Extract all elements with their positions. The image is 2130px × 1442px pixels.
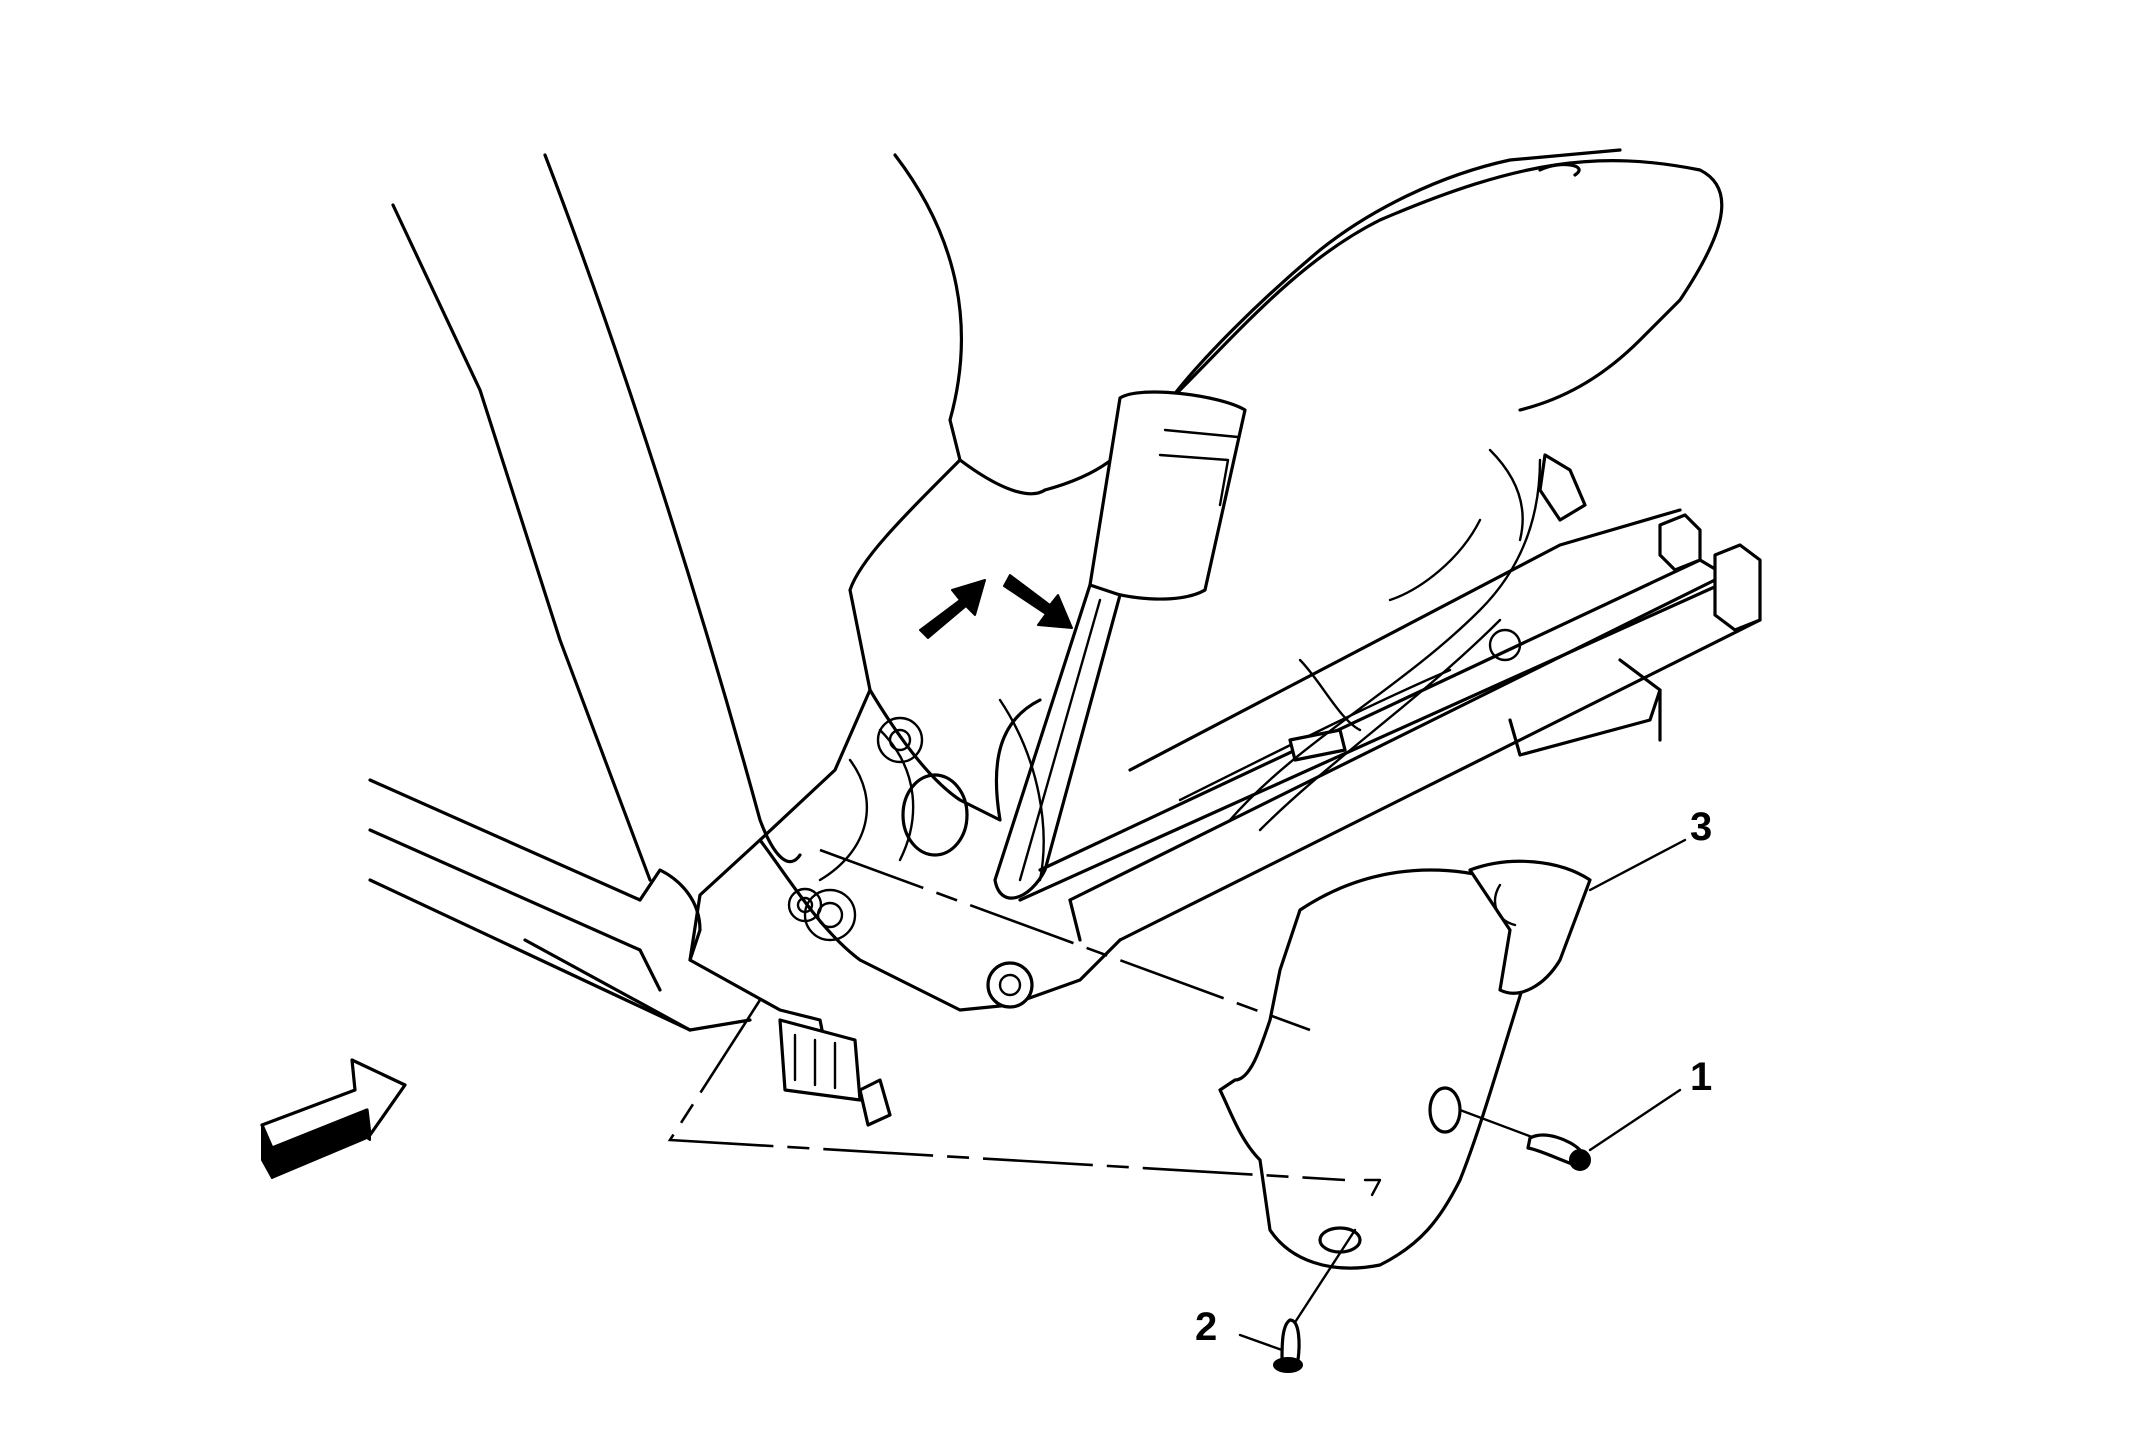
electrical-connector (778, 1018, 862, 1102)
rail-end-cap-left (1658, 513, 1702, 572)
screw (1273, 1228, 1357, 1373)
seat-wire-harness (1228, 448, 1587, 832)
arrow-up-icon (919, 579, 986, 639)
seat-belt-buckle (993, 390, 1247, 900)
frame-hole (901, 773, 969, 857)
arrow-down-icon (1003, 574, 1073, 629)
callout-leaders (1238, 838, 1687, 1352)
floor-panel (368, 778, 752, 1032)
callout-1-label: 1 (1690, 1055, 1712, 1099)
view-arrow-icon (260, 1058, 407, 1179)
seat-track-rail (1018, 508, 1762, 942)
seat-back-cushion (391, 153, 1047, 882)
alignment-lines (667, 848, 1346, 1182)
frame-pivot-bolt-1 (876, 716, 924, 764)
leader-3 (1588, 838, 1687, 892)
callout-3-label: 3 (1690, 805, 1712, 849)
bolt (1458, 1108, 1591, 1171)
rail-end-cap-right (1713, 543, 1762, 632)
seat-side-cover (1218, 859, 1592, 1270)
motion-arrows (919, 574, 1073, 639)
callout-2-label: 2 (1195, 1305, 1217, 1349)
seat-frame-bracket (688, 688, 1122, 1127)
leader-1 (1588, 1088, 1682, 1152)
recliner-bolt (986, 961, 1034, 1009)
cover-bolt-hole (1428, 1086, 1462, 1134)
leader-2 (1238, 1333, 1284, 1352)
frame-pivot-bolt-3 (803, 888, 857, 942)
